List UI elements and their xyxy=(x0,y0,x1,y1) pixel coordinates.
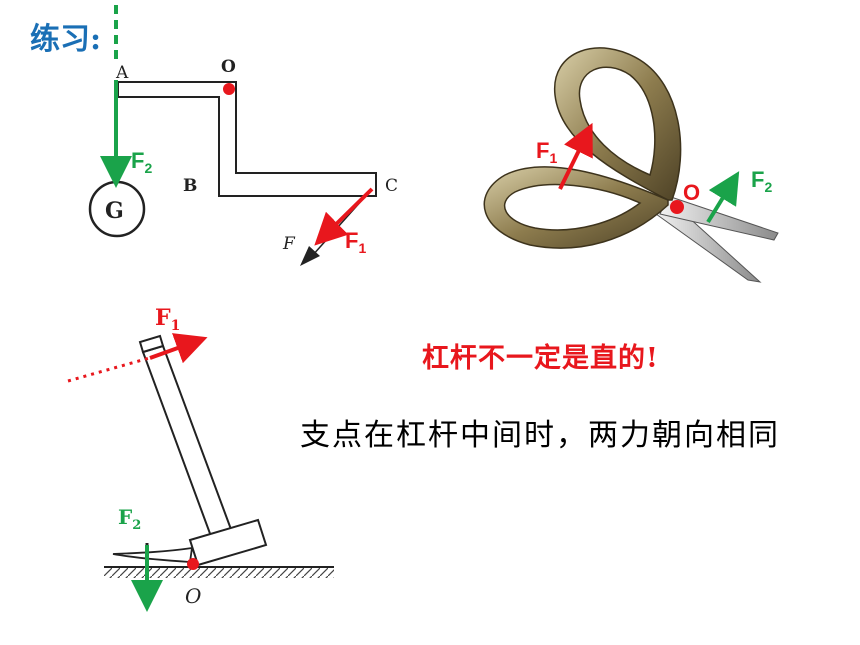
scissors-diagram xyxy=(483,47,779,283)
hammer-handle-cap xyxy=(138,334,165,354)
scissors-f2-arrow xyxy=(706,171,740,224)
note-fulcrum-middle: 支点在杠杆中间时，两力朝向相同 xyxy=(300,418,780,453)
bent-lever-diagram xyxy=(88,5,377,266)
label-scissors-f1: F1 xyxy=(536,138,557,166)
scissors-handle-lower xyxy=(483,166,669,249)
hammer-handle xyxy=(141,344,234,541)
ground-hatch xyxy=(104,568,334,578)
hammer-claw xyxy=(112,546,194,563)
f1-arrow xyxy=(314,187,374,246)
scissors-pivot-dot xyxy=(670,200,684,214)
bent-lever-body xyxy=(117,81,377,197)
label-point-o: O xyxy=(221,57,236,77)
hammer-f1-arrow xyxy=(149,333,208,364)
label-point-b: B xyxy=(183,176,197,196)
label-hammer-f1: F1 xyxy=(155,305,180,334)
label-hammer-o: O xyxy=(185,584,201,608)
label-scissors-o: O xyxy=(683,180,700,205)
force-f-arrowhead xyxy=(300,246,320,266)
label-lever-f2: F2 xyxy=(131,148,152,176)
hammer-diagram xyxy=(67,333,334,612)
label-force-f: F xyxy=(282,234,296,254)
note-lever-not-straight: 杠杆不一定是直的! xyxy=(422,343,659,374)
label-scissors-f2: F2 xyxy=(751,167,772,195)
hammer-pivot-dot xyxy=(187,558,199,570)
hammer-head xyxy=(188,518,268,567)
label-point-c: C xyxy=(385,176,398,196)
label-hammer-f2: F2 xyxy=(118,505,141,533)
fulcrum-dot xyxy=(223,83,235,95)
label-weight-g: G xyxy=(105,198,124,224)
label-lever-f1: F1 xyxy=(345,228,366,256)
scissors-f1-arrow xyxy=(558,122,593,190)
label-point-a: A xyxy=(115,63,129,83)
page-title: 练习: xyxy=(30,22,102,57)
f1-line-of-action xyxy=(67,353,161,383)
